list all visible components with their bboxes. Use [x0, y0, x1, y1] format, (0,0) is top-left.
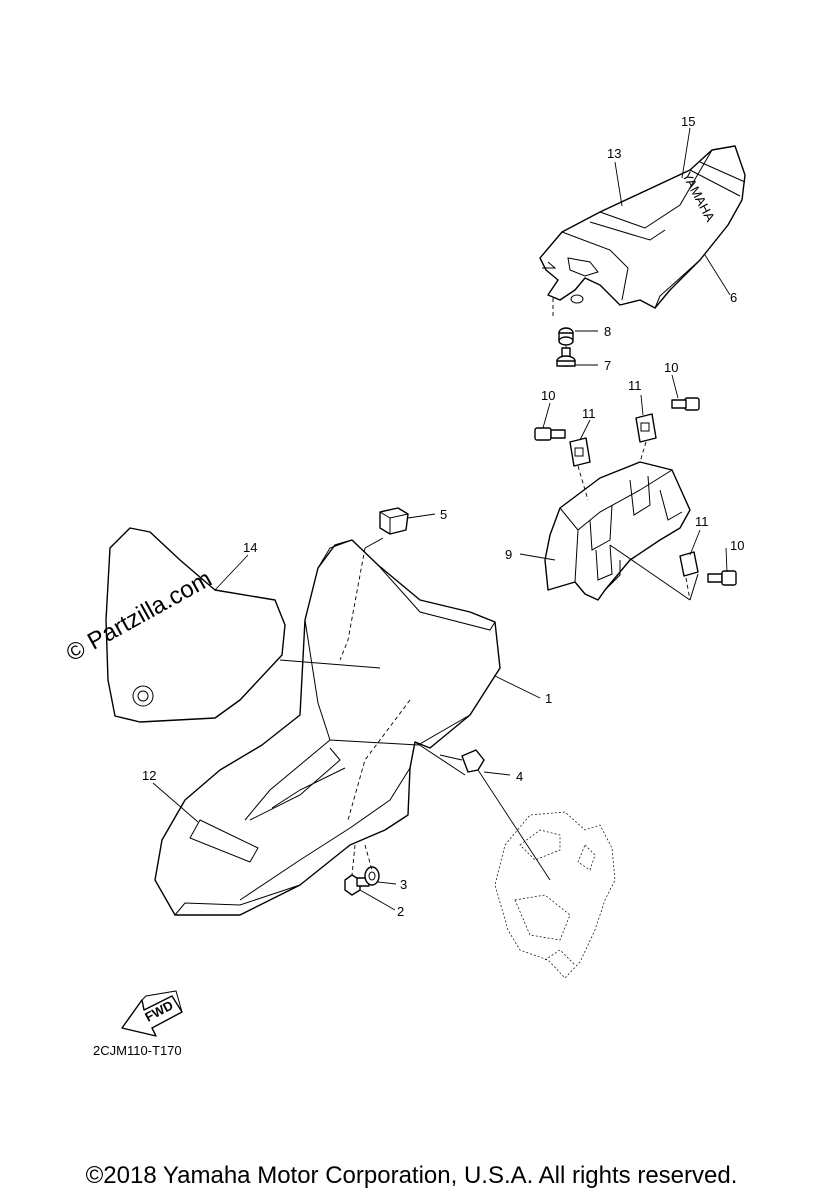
callout-7: 7	[604, 358, 611, 373]
copyright-notice: ©2018 Yamaha Motor Corporation, U.S.A. A…	[85, 1162, 738, 1189]
bracket	[544, 461, 691, 601]
callout-10-top-left: 10	[541, 388, 555, 403]
frame-bracket-outline	[494, 811, 616, 979]
bolt-10-left	[534, 427, 566, 441]
callout-12: 12	[142, 768, 156, 783]
callout-13: 13	[607, 146, 621, 161]
nut-11-lower	[679, 551, 699, 577]
callout-3: 3	[400, 877, 407, 892]
side-cover	[105, 527, 286, 723]
bolt-10-lower	[707, 570, 737, 586]
callout-4: 4	[516, 769, 523, 784]
nut-11-right	[635, 413, 657, 443]
leader-lines	[152, 127, 731, 911]
damper-5	[379, 507, 409, 535]
collar	[558, 327, 574, 346]
callout-8: 8	[604, 324, 611, 339]
callout-6: 6	[730, 290, 737, 305]
fwd-arrow: FWD	[121, 990, 183, 1037]
callout-1: 1	[545, 691, 552, 706]
callout-9: 9	[505, 547, 512, 562]
bolt-10-right	[671, 397, 700, 411]
callout-14: 14	[243, 540, 257, 555]
washer-3	[364, 866, 380, 886]
callouts: 15 13 6 8 7 10 11 10 11 5 11 14 10 9 1 4…	[142, 114, 744, 919]
callout-2: 2	[397, 904, 404, 919]
callout-10-top-right: 10	[664, 360, 678, 375]
callout-15: 15	[681, 114, 695, 129]
callout-10-lower: 10	[730, 538, 744, 553]
callout-5: 5	[440, 507, 447, 522]
front-fender	[154, 539, 501, 916]
seat: YAMAHA	[539, 145, 746, 309]
callout-11-top-left: 11	[582, 406, 596, 421]
callout-11-lower: 11	[695, 514, 709, 529]
bolt-7	[556, 347, 576, 367]
callout-11-top-right: 11	[628, 378, 642, 393]
clip-4	[461, 749, 485, 773]
diagram-code: 2CJM110-T170	[93, 1043, 182, 1058]
nut-11-left	[569, 437, 591, 467]
